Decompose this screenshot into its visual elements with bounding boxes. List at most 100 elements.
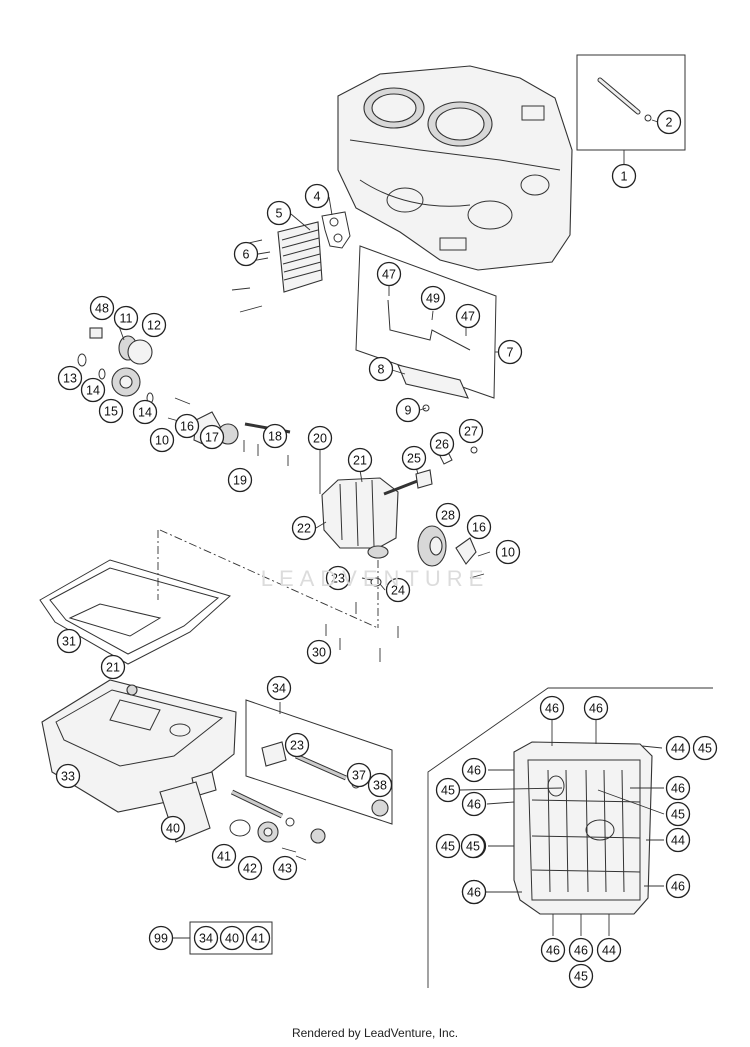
callout-label: 27: [464, 425, 478, 439]
callout-23: 23: [325, 565, 351, 591]
callout-label: 4: [314, 190, 321, 204]
callout-49: 49: [420, 285, 446, 311]
callout-label: 1: [621, 170, 628, 184]
footer-credit: Rendered by LeadVenture, Inc.: [291, 1026, 459, 1040]
callout-46: 46: [461, 791, 487, 817]
callout-41: 41: [245, 925, 271, 951]
callout-5: 5: [266, 200, 292, 226]
callout-label: 7: [507, 346, 514, 360]
callout-label: 12: [147, 319, 161, 333]
callout-label: 18: [268, 430, 282, 444]
callout-46: 46: [665, 775, 691, 801]
callout-46: 46: [568, 937, 594, 963]
callout-44: 44: [665, 735, 691, 761]
callout-label: 49: [426, 292, 440, 306]
callout-label: 34: [199, 932, 213, 946]
callout-label: 45: [671, 808, 685, 822]
oil-pan-detail-drawing: [513, 741, 653, 915]
callout-30: 30: [306, 639, 332, 665]
callout-label: 19: [233, 474, 247, 488]
callout-label: 48: [95, 302, 109, 316]
callout-label: 25: [407, 452, 421, 466]
callout-1: 1: [611, 163, 637, 189]
callout-label: 38: [373, 779, 387, 793]
callout-99: 99: [148, 925, 174, 951]
callout-label: 14: [138, 406, 152, 420]
callout-23: 23: [284, 732, 310, 758]
gear-train-drawing: [77, 327, 291, 466]
callout-label: 34: [272, 682, 286, 696]
callout-label: 13: [63, 372, 77, 386]
callout-22: 22: [291, 515, 317, 541]
callout-label: 40: [225, 932, 239, 946]
oil-line-drawing: [387, 299, 471, 412]
callout-34: 34: [266, 675, 292, 701]
callout-label: 2: [666, 116, 673, 130]
callout-46: 46: [461, 757, 487, 783]
callout-45: 45: [665, 801, 691, 827]
callout-label: 21: [106, 661, 120, 675]
callout-7: 7: [497, 339, 523, 365]
callout-18: 18: [262, 423, 288, 449]
callout-label: 5: [276, 207, 283, 221]
callout-label: 45: [441, 840, 455, 854]
callout-label: 44: [671, 834, 685, 848]
callout-47: 47: [376, 261, 402, 287]
callout-label: 30: [312, 646, 326, 660]
callout-14: 14: [80, 377, 106, 403]
callout-14: 14: [132, 399, 158, 425]
part-box-7: [355, 245, 497, 399]
callout-label: 99: [154, 932, 168, 946]
callout-21: 21: [347, 447, 373, 473]
callout-46: 46: [540, 937, 566, 963]
callout-45: 45: [435, 777, 461, 803]
part-box-34: [245, 699, 393, 825]
callout-24: 24: [385, 577, 411, 603]
callout-26: 26: [429, 431, 455, 457]
callout-15: 15: [98, 398, 124, 424]
callout-label: 37: [352, 769, 366, 783]
callout-16: 16: [466, 514, 492, 540]
callout-37: 37: [346, 762, 372, 788]
callout-label: 44: [602, 944, 616, 958]
callout-40: 40: [160, 815, 186, 841]
callout-45: 45: [568, 963, 594, 989]
callout-label: 17: [205, 431, 219, 445]
callout-31: 31: [56, 628, 82, 654]
callout-label: 28: [441, 509, 455, 523]
callout-6: 6: [233, 241, 259, 267]
callout-8: 8: [368, 356, 394, 382]
callout-47: 47: [455, 303, 481, 329]
callout-label: 46: [545, 702, 559, 716]
callout-45: 45: [435, 833, 461, 859]
callout-46: 46: [461, 879, 487, 905]
callout-label: 47: [461, 310, 475, 324]
callout-10: 10: [495, 539, 521, 565]
callout-13: 13: [57, 365, 83, 391]
pin-drawing: [597, 77, 652, 122]
callout-45: 45: [460, 833, 486, 859]
callout-46: 46: [583, 695, 609, 721]
callout-17: 17: [199, 424, 225, 450]
callout-label: 26: [435, 438, 449, 452]
callout-label: 23: [290, 739, 304, 753]
callout-48: 48: [89, 295, 115, 321]
callout-label: 46: [671, 782, 685, 796]
oil-pump-drawing: [319, 446, 491, 662]
callout-33: 33: [55, 763, 81, 789]
callout-label: 16: [180, 420, 194, 434]
callout-label: 43: [278, 862, 292, 876]
oil-filter-drawing: [159, 741, 389, 861]
callout-label: 45: [466, 840, 480, 854]
oil-cooler-drawing: [231, 211, 351, 313]
callout-27: 27: [458, 418, 484, 444]
callout-label: 46: [589, 702, 603, 716]
callout-label: 23: [331, 572, 345, 586]
callout-16: 16: [174, 413, 200, 439]
callout-label: 46: [467, 798, 481, 812]
callout-label: 16: [472, 521, 486, 535]
callout-45: 45: [692, 735, 718, 761]
callout-21: 21: [100, 654, 126, 680]
callout-11: 11: [113, 305, 139, 331]
